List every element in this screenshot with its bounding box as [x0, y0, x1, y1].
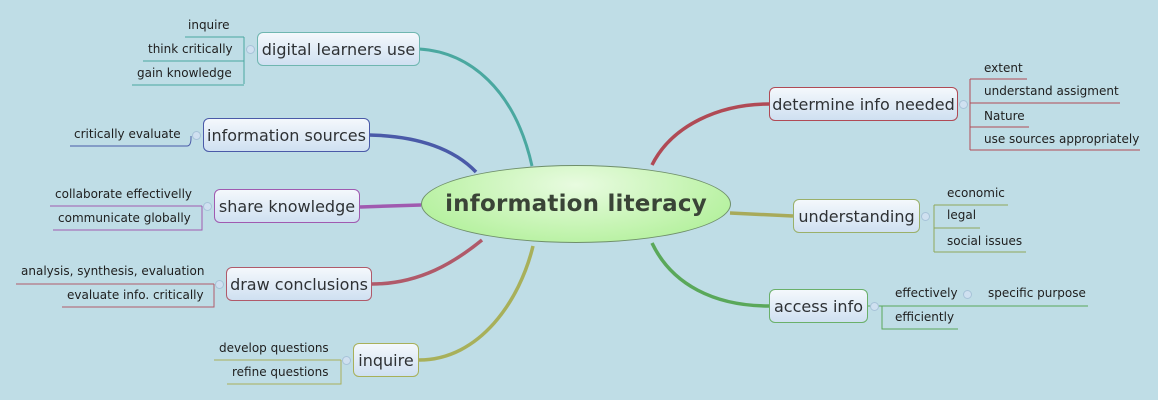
topic-label: digital learners use [261, 39, 416, 59]
topic-label: information sources [207, 125, 366, 145]
subtopic-social-issues[interactable]: social issues [947, 234, 1023, 248]
topic-information-sources[interactable]: information sources [203, 118, 370, 152]
topic-inquire[interactable]: inquire [353, 343, 419, 377]
subtopic-communicate-globally[interactable]: communicate globally [58, 211, 191, 225]
subtopic-gain-knowledge[interactable]: gain knowledge [137, 66, 232, 80]
topic-share-knowledge[interactable]: share knowledge [214, 189, 360, 223]
subtopic-develop-questions[interactable]: develop questions [219, 341, 329, 355]
topic-label: access info [773, 296, 863, 316]
central-topic-label: information literacy [445, 191, 707, 217]
topic-draw-conclusions[interactable]: draw conclusions [226, 267, 372, 301]
topic-label: determine info needed [772, 94, 955, 114]
collapse-toggle-icon[interactable] [921, 212, 930, 221]
subtopic-efficiently[interactable]: efficiently [895, 310, 955, 324]
subtopic-think-critically[interactable]: think critically [148, 42, 233, 56]
subtopic-evaluate-info-critically[interactable]: evaluate info. critically [67, 288, 204, 302]
topic-understanding[interactable]: understanding [793, 199, 920, 233]
subtopic-economic[interactable]: economic [947, 186, 1005, 200]
subtopic-critically-evaluate[interactable]: critically evaluate [74, 127, 181, 141]
collapse-toggle-icon[interactable] [203, 202, 212, 211]
subtopic-nature[interactable]: Nature [984, 109, 1025, 123]
subtopic-extent[interactable]: extent [984, 61, 1023, 75]
topic-label: share knowledge [218, 196, 356, 216]
collapse-toggle-icon[interactable] [215, 280, 224, 289]
subtopic-use-sources-appropriately[interactable]: use sources appropriately [984, 132, 1140, 146]
topic-access-info[interactable]: access info [769, 289, 868, 323]
central-topic[interactable]: information literacy [421, 165, 731, 243]
subtopic-specific-purpose[interactable]: specific purpose [988, 286, 1086, 300]
subtopic-effectively[interactable]: effectively [895, 286, 958, 300]
subtopic-inquire[interactable]: inquire [188, 18, 230, 32]
collapse-toggle-icon[interactable] [192, 131, 201, 140]
topic-determine-info-needed[interactable]: determine info needed [769, 87, 958, 121]
subtopic-analysis-synthesis-evaluation[interactable]: analysis, synthesis, evaluation [21, 264, 205, 278]
subtopic-legal[interactable]: legal [947, 208, 977, 222]
collapse-toggle-icon[interactable] [870, 302, 879, 311]
topic-digital-learners-use[interactable]: digital learners use [257, 32, 420, 66]
subtopic-refine-questions[interactable]: refine questions [232, 365, 329, 379]
topic-label: understanding [798, 206, 915, 226]
subtopic-collaborate-effectivelly[interactable]: collaborate effectivelly [55, 187, 193, 201]
topic-label: draw conclusions [230, 274, 368, 294]
collapse-toggle-icon[interactable] [963, 290, 972, 299]
collapse-toggle-icon[interactable] [342, 356, 351, 365]
topic-label: inquire [358, 350, 414, 370]
subtopic-understand-assigment[interactable]: understand assigment [984, 84, 1119, 98]
collapse-toggle-icon[interactable] [246, 45, 255, 54]
collapse-toggle-icon[interactable] [959, 100, 968, 109]
